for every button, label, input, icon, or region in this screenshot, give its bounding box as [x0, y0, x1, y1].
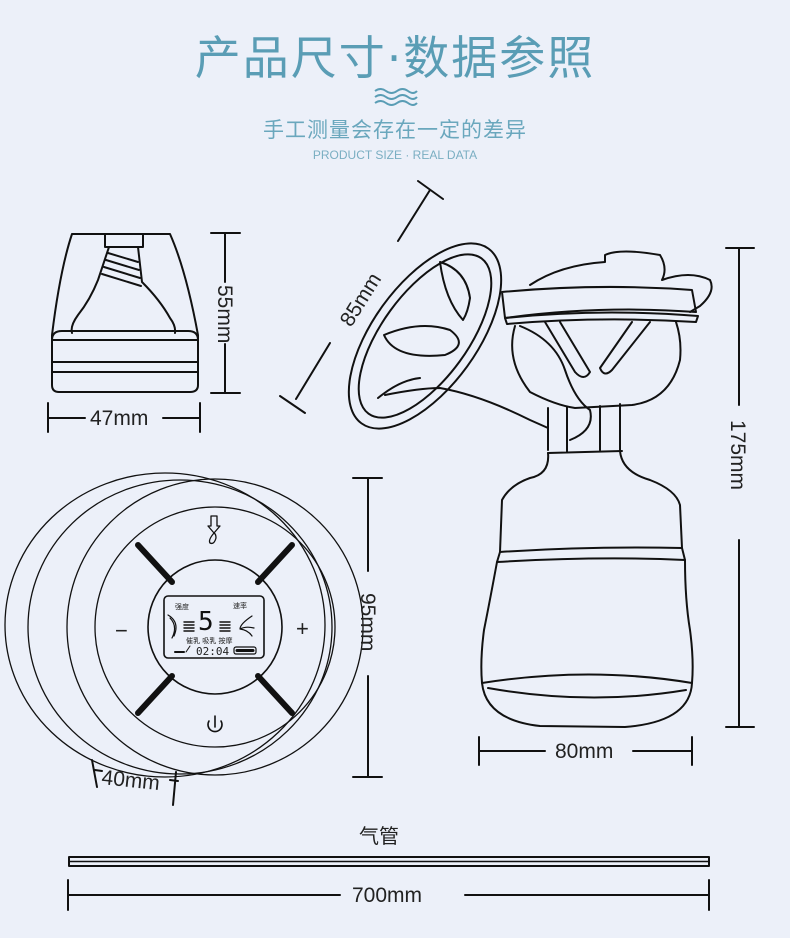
svg-text:175mm: 175mm — [726, 420, 749, 490]
subtitle: 手工测量会存在一定的差异 — [263, 118, 527, 142]
battery-full-icon — [233, 646, 257, 655]
massage-mode-button[interactable] — [207, 515, 221, 545]
page-title: 产品尺寸·数据参照 — [194, 31, 596, 85]
plus-button[interactable]: + — [296, 616, 309, 641]
width-dimension-47: 47mm — [47, 402, 201, 433]
breast-shield — [347, 242, 549, 430]
length-dimension-700: 700mm — [67, 879, 710, 911]
height-dimension-95: 95mm — [352, 477, 383, 778]
power-icon — [207, 715, 223, 733]
air-tube-label: 气管 — [359, 824, 399, 848]
svg-text:40mm: 40mm — [100, 766, 160, 795]
control-unit-dividers — [135, 542, 295, 716]
svg-text:速率: 速率 — [233, 601, 247, 610]
svg-text:55mm: 55mm — [213, 285, 236, 343]
wave-icon — [374, 88, 418, 106]
lcd-display: 强度 速率 5 催乳 吸乳 按摩 02:04 — [163, 595, 265, 659]
timer: 02:04 — [196, 645, 229, 658]
svg-text:95mm: 95mm — [356, 593, 379, 651]
minus-button[interactable]: − — [115, 618, 128, 643]
height-dimension-175: 175mm — [725, 247, 755, 728]
power-button[interactable] — [207, 715, 223, 733]
control-unit — [4, 472, 364, 778]
intensity-level: 5 — [198, 607, 214, 637]
svg-text:80mm: 80mm — [555, 740, 613, 763]
air-tube — [68, 856, 710, 867]
height-dimension-55: 55mm — [210, 232, 241, 394]
svg-text:700mm: 700mm — [352, 884, 422, 907]
pump-assembly — [480, 250, 713, 728]
motor-side-view — [51, 233, 199, 393]
subtitle-english: PRODUCT SIZE · REAL DATA — [312, 148, 478, 162]
svg-text:催乳 吸乳 按摩: 催乳 吸乳 按摩 — [186, 636, 232, 645]
svg-text:47mm: 47mm — [90, 407, 148, 430]
width-dimension-80: 80mm — [478, 736, 693, 766]
svg-text:强度: 强度 — [175, 602, 189, 611]
massage-mode-icon — [207, 515, 221, 545]
svg-text:85mm: 85mm — [336, 269, 386, 331]
